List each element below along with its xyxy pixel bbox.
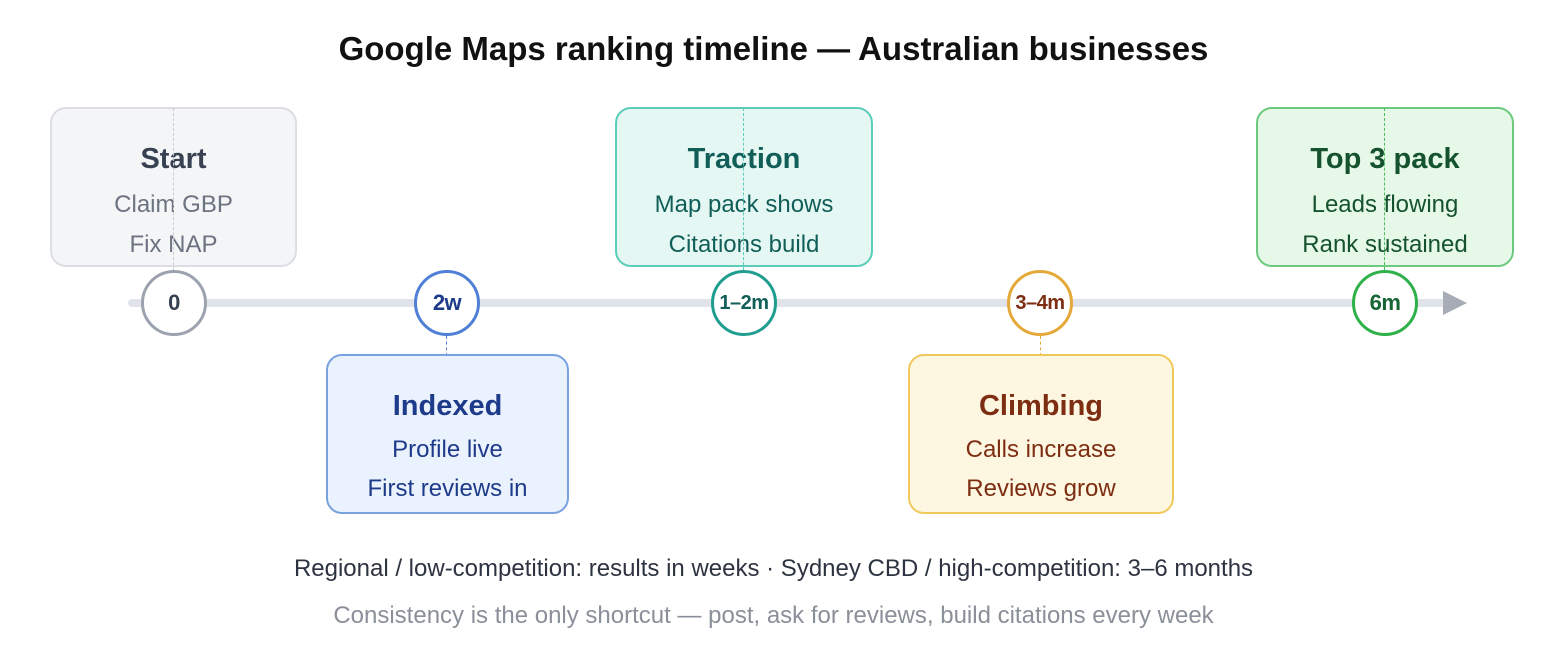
milestone-connector: [1040, 336, 1041, 356]
milestone-detail: First reviews in: [367, 475, 528, 502]
milestone-marker-start: 0: [141, 270, 207, 336]
milestone-title: Indexed: [392, 390, 503, 422]
timeline-arrow-icon: [1443, 291, 1467, 315]
milestone-card-climbing: Climbing Calls increase Reviews grow: [908, 354, 1174, 514]
milestone-marker-traction: 1–2m: [711, 270, 777, 336]
milestone-detail: Leads flowing: [1311, 191, 1459, 218]
milestone-detail: Rank sustained: [1302, 231, 1468, 258]
milestone-card-traction: Traction Map pack shows Citations build: [615, 107, 873, 267]
diagram-title: Google Maps ranking timeline — Australia…: [338, 30, 1209, 67]
milestone-detail: Map pack shows: [654, 191, 834, 218]
milestone-title: Top 3 pack: [1310, 143, 1460, 175]
milestone-connector: [173, 108, 174, 270]
milestone-marker-climbing: 3–4m: [1007, 270, 1073, 336]
milestone-detail: Reviews grow: [966, 475, 1116, 502]
milestone-connector: [1384, 108, 1385, 270]
footnote-primary: Regional / low-competition: results in w…: [293, 555, 1254, 582]
milestone-title: Traction: [687, 143, 801, 175]
milestone-marker-indexed: 2w: [414, 270, 480, 336]
milestone-title: Climbing: [978, 390, 1104, 422]
footnote-secondary: Consistency is the only shortcut — post,…: [333, 602, 1214, 629]
milestone-card-top3: Top 3 pack Leads flowing Rank sustained: [1256, 107, 1514, 267]
milestone-detail: Citations build: [668, 231, 820, 258]
milestone-connector: [743, 108, 744, 270]
timeline-axis: [128, 299, 1450, 307]
milestone-detail: Calls increase: [965, 436, 1117, 463]
milestone-detail: Profile live: [392, 436, 503, 463]
milestone-marker-top3: 6m: [1352, 270, 1418, 336]
milestone-card-indexed: Indexed Profile live First reviews in: [326, 354, 569, 514]
milestone-connector: [446, 336, 447, 356]
